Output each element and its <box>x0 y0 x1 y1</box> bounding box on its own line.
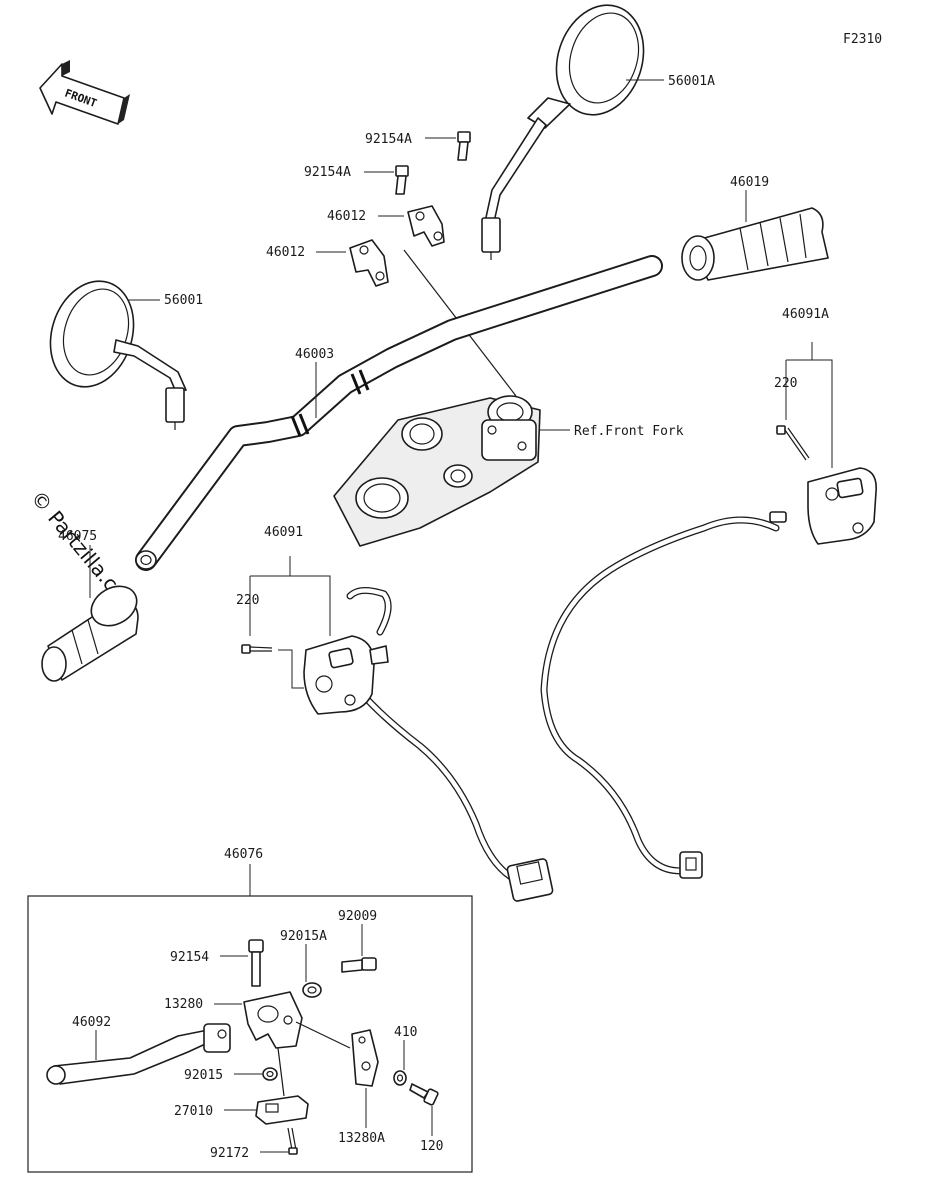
label-46012-1: 46012 <box>327 209 366 224</box>
label-ref-front-fork: Ref.Front Fork <box>574 424 684 439</box>
upper-triple-clamp[interactable] <box>333 395 541 547</box>
washer-410[interactable] <box>393 1070 407 1086</box>
screw-220-right[interactable] <box>776 425 810 461</box>
assembly-box-46076 <box>27 895 473 1173</box>
label-92015: 92015 <box>184 1068 223 1083</box>
bolt-92154[interactable] <box>248 939 264 987</box>
label-46091: 46091 <box>264 525 303 540</box>
label-46091a: 46091A <box>782 307 829 322</box>
bolt-120[interactable] <box>409 1083 439 1106</box>
label-92154a-1: 92154A <box>365 132 412 147</box>
front-arrow-icon: FRONT <box>39 60 130 125</box>
label-410: 410 <box>394 1025 417 1040</box>
label-92009: 92009 <box>338 909 377 924</box>
screw-220-left[interactable] <box>241 644 273 654</box>
switch-46091a[interactable] <box>540 467 877 879</box>
nut-92015[interactable] <box>262 1067 278 1081</box>
label-56001a: 56001A <box>668 74 715 89</box>
bracket-13280[interactable] <box>243 991 351 1049</box>
clamp-13280a[interactable] <box>351 1029 379 1087</box>
label-56001: 56001 <box>164 293 203 308</box>
mirror-right-56001a[interactable] <box>481 0 657 260</box>
bolt-92009[interactable] <box>341 957 377 973</box>
label-46012-2: 46012 <box>266 245 305 260</box>
label-220-left: 220 <box>236 593 259 608</box>
label-13280a: 13280A <box>338 1131 385 1146</box>
clamp-46012-lower[interactable] <box>349 239 389 287</box>
label-46092: 46092 <box>72 1015 111 1030</box>
switch-46091[interactable] <box>303 587 554 902</box>
washer-92015a[interactable] <box>302 982 322 998</box>
label-46003: 46003 <box>295 347 334 362</box>
grip-46075[interactable] <box>41 578 144 682</box>
handlebar-46003[interactable] <box>135 255 663 571</box>
lever-46092[interactable] <box>46 1023 231 1085</box>
bolt-92154a-left[interactable] <box>395 165 409 195</box>
label-46076: 46076 <box>224 847 263 862</box>
label-13280: 13280 <box>164 997 203 1012</box>
label-92015a: 92015A <box>280 929 327 944</box>
label-220-right: 220 <box>774 376 797 391</box>
label-92154a-2: 92154A <box>304 165 351 180</box>
label-46019: 46019 <box>730 175 769 190</box>
label-27010: 27010 <box>174 1104 213 1119</box>
label-46075: 46075 <box>58 529 97 544</box>
bolt-92154a-right[interactable] <box>457 131 471 161</box>
mirror-left-56001[interactable] <box>37 270 187 430</box>
label-92154: 92154 <box>170 950 209 965</box>
diagram-id: F2310 <box>843 32 882 47</box>
screw-92172[interactable] <box>287 1127 298 1155</box>
label-120: 120 <box>420 1139 443 1154</box>
clamp-46012-upper[interactable] <box>407 205 445 247</box>
switch-27010[interactable] <box>255 1047 309 1125</box>
label-92172: 92172 <box>210 1146 249 1161</box>
grip-46019[interactable] <box>681 207 829 281</box>
